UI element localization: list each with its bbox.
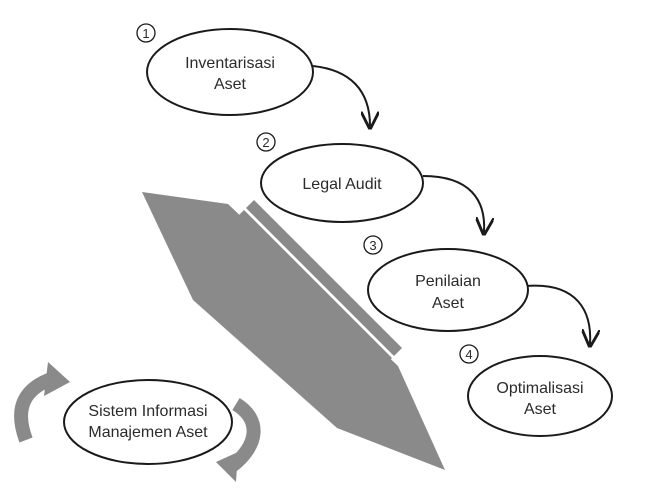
system-label-line1: Sistem Informasi (88, 403, 207, 420)
step-number: 1 (142, 26, 149, 41)
step-label-line2: Aset (432, 295, 465, 312)
system-node: Sistem Informasi Manajemen Aset (63, 379, 233, 465)
connector-arrow-2-3 (422, 175, 484, 232)
system-label-line2: Manajemen Aset (88, 424, 208, 441)
step-label-line1: Optimalisasi (496, 380, 583, 397)
step-label-line2: Aset (214, 76, 247, 93)
connector-arrow-3-4 (525, 284, 590, 344)
step-2: 2 Legal Audit (256, 132, 424, 223)
step-number-badge (136, 23, 156, 43)
rotation-arrow-left (14, 362, 70, 443)
step-number-badge (256, 132, 276, 152)
big-gray-arrow (142, 192, 445, 470)
step-label-line1: Penilaian (415, 273, 481, 290)
step-4: 4 Optimalisasi Aset (459, 344, 613, 437)
big-arrow-stripe (236, 210, 392, 366)
step-label-line1: Inventarisasi (185, 55, 275, 72)
step-ellipse (467, 355, 613, 437)
step-label-line1: Legal Audit (302, 176, 382, 193)
rotation-arrow-right (216, 398, 261, 482)
step-number-badge (459, 344, 479, 364)
step-label-line2: Aset (524, 401, 557, 418)
system-ellipse (63, 379, 233, 465)
step-ellipse (367, 248, 529, 332)
connector-arrow-1-2 (312, 65, 370, 126)
step-1: 1 Inventarisasi Aset (136, 23, 314, 116)
step-ellipse (260, 143, 424, 223)
step-ellipse (146, 28, 314, 116)
step-number: 2 (262, 135, 269, 150)
step-3: 3 Penilaian Aset (363, 235, 529, 332)
step-number: 4 (465, 347, 472, 362)
step-number-badge (363, 235, 383, 255)
big-arrow-stripe (246, 200, 402, 356)
step-number: 3 (369, 238, 376, 253)
big-arrow-body (142, 192, 445, 470)
